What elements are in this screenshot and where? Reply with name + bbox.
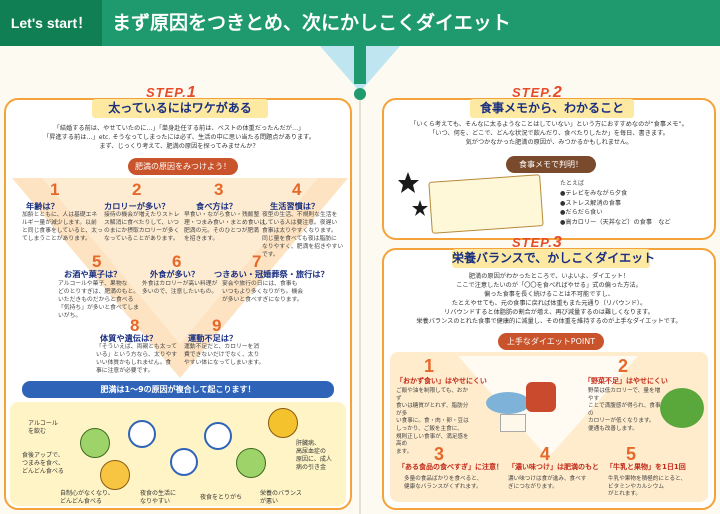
point-2-desc: 野菜は低カロリーで、量を増やすことで満腹感が得られ、食事のカロリーが低くなります… [588, 388, 661, 432]
point-4-title: 「濃い味つけ」は肥満のもと [508, 463, 599, 471]
memo-findings-list: たとえば ●テレビをみながら夕食 ●ストレス解消の食事 ●だらだら食い ●高カロ… [560, 180, 671, 226]
point-2-number: 2 [618, 356, 629, 376]
header-bar: Let's start！ まず原因をつきとめ、次にかしこくダイエット [0, 0, 720, 46]
fish-illustration [486, 392, 530, 414]
point-4-desc: 濃い味つけは食が進み、食べすぎにつながります。 [508, 476, 587, 490]
combined-causes-bar: 肥満は1〜9の原因が複合して起こります！ [22, 381, 334, 398]
point-3-desc: 多量の食品ばかりを食べると、健康なバランスがくずれます。 [404, 476, 483, 490]
page-title: まず原因をつきとめ、次にかしこくダイエット [112, 12, 511, 34]
point-1-number: 1 [424, 356, 435, 376]
flow-label-night: 夜食の生活になりやすい [140, 490, 177, 505]
diet-points-pill: 上手なダイエットPOINT [498, 333, 604, 350]
meal-memo-notebook-illustration [428, 174, 544, 234]
person-illustration [236, 448, 266, 478]
memo-findings-pill: 食事メモで判明！ [506, 156, 596, 173]
point-2-title: 「野菜不足」はやせにくい [584, 377, 668, 385]
step1-intro: 「結婚する前は、やせていたのに…」「単身赴任する前は、ベストの体重だったんだが…… [43, 125, 315, 150]
clock-icon [170, 448, 198, 476]
point-3-number: 3 [434, 444, 445, 464]
flow-label-diet: 自制心がなくなり、どんどん食べる [60, 490, 114, 505]
center-arrow-decoration [320, 46, 400, 100]
step2-ribbon: 食事メモから、わかること [470, 99, 634, 118]
tofu-illustration [500, 414, 526, 432]
step3-intro: 肥満の原因がわかったところで、いよいよ、ダイエット！ここで注意したいのが「〇〇を… [416, 273, 682, 325]
step1-ribbon: 太っているにはワケがある [92, 99, 268, 118]
person-illustration [100, 460, 130, 490]
flow-label-result: 肝臓病、高尿血症の原因に、成人病の引き金 [296, 440, 332, 471]
point-1-desc: ご飯や油を制限しても、おかず食いは糖質がとれず、脂肪分が多い食事に。食・肉・卵・… [396, 388, 469, 455]
find-causes-pill: 肥満の原因をみつけよう！ [128, 158, 238, 175]
point-1-title: 「おかず食い」はやせにくい [396, 377, 487, 385]
lets-start-label: Let's start！ [0, 0, 102, 46]
person-illustration [80, 428, 110, 458]
point-3-title: 「ある食品の食べすぎ」に注意！ [398, 463, 503, 471]
step2-intro: 「いくら考えても、そんなに太るようなことはしていない」という方におすすめなのが“… [410, 121, 688, 146]
clock-icon [204, 422, 232, 450]
star-icon [398, 172, 428, 216]
point-4-number: 4 [540, 444, 551, 464]
causes-triangle [12, 178, 348, 378]
flow-label-balance: 栄養のバランスが悪い [260, 490, 302, 505]
point-5-title: 「牛乳と果物」を1日1回 [606, 463, 686, 471]
meat-illustration [526, 382, 556, 412]
flow-label-drink: アルコールを飲む [28, 420, 58, 435]
clock-icon [128, 420, 156, 448]
flow-label-snack: 食後アップで、つまみを食べ、どんどん食べる [22, 452, 65, 475]
step1-heading: STEP.1 [146, 84, 197, 101]
point-5-number: 5 [626, 444, 637, 464]
vegetables-illustration [660, 388, 704, 428]
step3-ribbon: 栄養バランスで、かしこくダイエット [452, 249, 655, 268]
point-5-desc: 牛乳や果物を積極的にとると、ビタミンやカルシウムがとれます。 [608, 476, 687, 498]
step2-heading: STEP.2 [512, 84, 563, 101]
step3-heading: STEP.3 [512, 234, 563, 251]
person-illustration [268, 408, 298, 438]
flow-label-snooze: 夜食をとりがち [200, 494, 243, 501]
center-spine [359, 100, 361, 514]
